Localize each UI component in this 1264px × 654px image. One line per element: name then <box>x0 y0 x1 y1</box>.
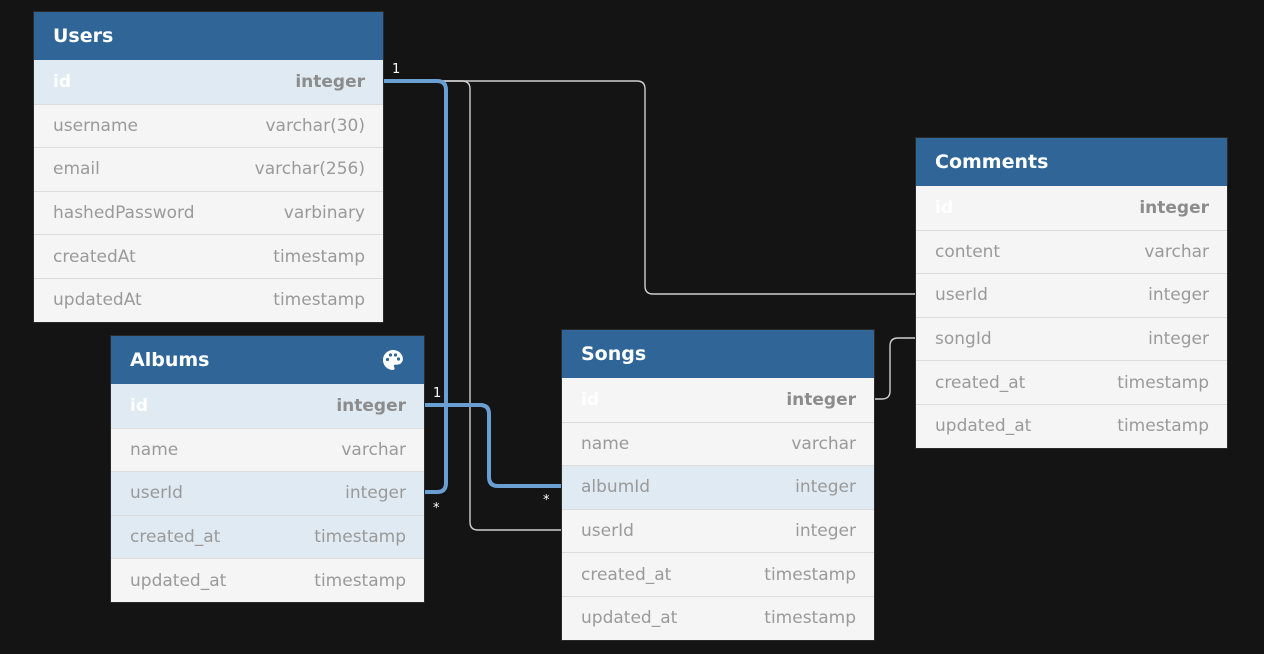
table-row[interactable]: username varchar(30) <box>34 103 383 148</box>
column-name: userId <box>581 521 634 542</box>
songs-table-body: id integer name varchar albumId integer … <box>562 378 874 640</box>
table-row[interactable]: updated_at timestamp <box>916 403 1227 448</box>
table-row[interactable]: name varchar <box>111 427 424 472</box>
cardinality-songs-many: * <box>543 493 550 508</box>
column-name: userId <box>935 285 988 306</box>
column-name: createdAt <box>53 246 136 267</box>
relation-albums-songs[interactable] <box>425 403 562 488</box>
column-type: timestamp <box>1117 372 1209 393</box>
column-name: songId <box>935 329 992 350</box>
column-type: integer <box>336 395 406 416</box>
column-type: varchar(256) <box>254 159 365 180</box>
table-row[interactable]: id integer <box>34 60 383 104</box>
table-row[interactable]: userId integer <box>111 471 424 515</box>
column-type: integer <box>795 477 856 498</box>
table-title: Users <box>53 25 114 47</box>
column-name: id <box>935 197 953 218</box>
table-row[interactable]: email varchar(256) <box>34 147 383 191</box>
albums-table[interactable]: Albums id integer name varchar userId in… <box>111 336 424 602</box>
albums-table-header[interactable]: Albums <box>111 336 424 384</box>
cardinality-albums-many: * <box>433 501 440 516</box>
column-name: created_at <box>581 564 672 585</box>
column-name: updatedAt <box>53 290 142 311</box>
column-type: varchar <box>791 433 856 454</box>
column-name: updated_at <box>581 608 678 629</box>
column-type: timestamp <box>764 608 856 629</box>
column-type: integer <box>795 521 856 542</box>
table-row[interactable]: content varchar <box>916 229 1227 274</box>
column-type: integer <box>345 483 406 504</box>
table-row[interactable]: userId integer <box>916 273 1227 317</box>
table-row[interactable]: songId integer <box>916 316 1227 361</box>
table-title: Albums <box>130 349 210 371</box>
table-row[interactable]: created_at timestamp <box>562 552 874 596</box>
albums-table-body: id integer name varchar userId integer c… <box>111 384 424 602</box>
column-type: varchar(30) <box>265 115 365 136</box>
column-type: integer <box>1148 285 1209 306</box>
users-table-body: id integer username varchar(30) email va… <box>34 60 383 322</box>
column-name: id <box>130 395 148 416</box>
users-table[interactable]: Users id integer username varchar(30) em… <box>34 12 383 322</box>
column-name: userId <box>130 483 183 504</box>
column-type: varbinary <box>283 203 365 224</box>
column-type: timestamp <box>1117 416 1209 437</box>
column-type: timestamp <box>314 570 406 591</box>
cardinality-albums-one: 1 <box>433 386 441 401</box>
column-name: id <box>53 71 71 92</box>
column-type: timestamp <box>314 527 406 548</box>
column-type: integer <box>295 71 365 92</box>
column-type: integer <box>1139 197 1209 218</box>
comments-table[interactable]: Comments id integer content varchar user… <box>916 138 1227 448</box>
comments-table-body: id integer content varchar userId intege… <box>916 186 1227 448</box>
table-row[interactable]: created_at timestamp <box>916 360 1227 404</box>
column-type: integer <box>786 389 856 410</box>
column-name: name <box>130 439 179 460</box>
table-row[interactable]: updatedAt timestamp <box>34 277 383 322</box>
relation-songs-comments[interactable] <box>874 337 916 400</box>
table-row[interactable]: updated_at timestamp <box>562 595 874 640</box>
column-name: name <box>581 433 630 454</box>
comments-table-header[interactable]: Comments <box>916 138 1227 186</box>
table-title: Comments <box>935 151 1049 173</box>
table-row[interactable]: updated_at timestamp <box>111 558 424 602</box>
column-type: timestamp <box>764 564 856 585</box>
palette-icon[interactable] <box>380 347 406 373</box>
column-name: username <box>53 115 138 136</box>
songs-table[interactable]: Songs id integer name varchar albumId in… <box>562 330 874 640</box>
column-name: email <box>53 159 100 180</box>
table-row[interactable]: id integer <box>916 186 1227 230</box>
table-row[interactable]: hashedPassword varbinary <box>34 190 383 235</box>
table-row[interactable]: albumId integer <box>562 465 874 509</box>
users-table-header[interactable]: Users <box>34 12 383 60</box>
table-row[interactable]: id integer <box>111 384 424 428</box>
table-row[interactable]: created_at timestamp <box>111 514 424 559</box>
column-name: updated_at <box>935 416 1032 437</box>
column-name: content <box>935 241 1001 262</box>
cardinality-users-one: 1 <box>392 62 400 77</box>
column-type: varchar <box>341 439 406 460</box>
songs-table-header[interactable]: Songs <box>562 330 874 378</box>
column-type: timestamp <box>273 290 365 311</box>
column-name: hashedPassword <box>53 203 195 224</box>
column-type: varchar <box>1144 241 1209 262</box>
column-name: updated_at <box>130 570 227 591</box>
table-row[interactable]: createdAt timestamp <box>34 234 383 278</box>
column-type: integer <box>1148 329 1209 350</box>
relation-users-comments[interactable] <box>384 80 916 295</box>
table-row[interactable]: userId integer <box>562 508 874 553</box>
column-name: created_at <box>935 372 1026 393</box>
table-row[interactable]: name varchar <box>562 421 874 466</box>
table-row[interactable]: id integer <box>562 378 874 422</box>
column-name: albumId <box>581 477 651 498</box>
column-name: id <box>581 389 599 410</box>
table-title: Songs <box>581 343 647 365</box>
column-name: created_at <box>130 527 221 548</box>
column-type: timestamp <box>273 246 365 267</box>
